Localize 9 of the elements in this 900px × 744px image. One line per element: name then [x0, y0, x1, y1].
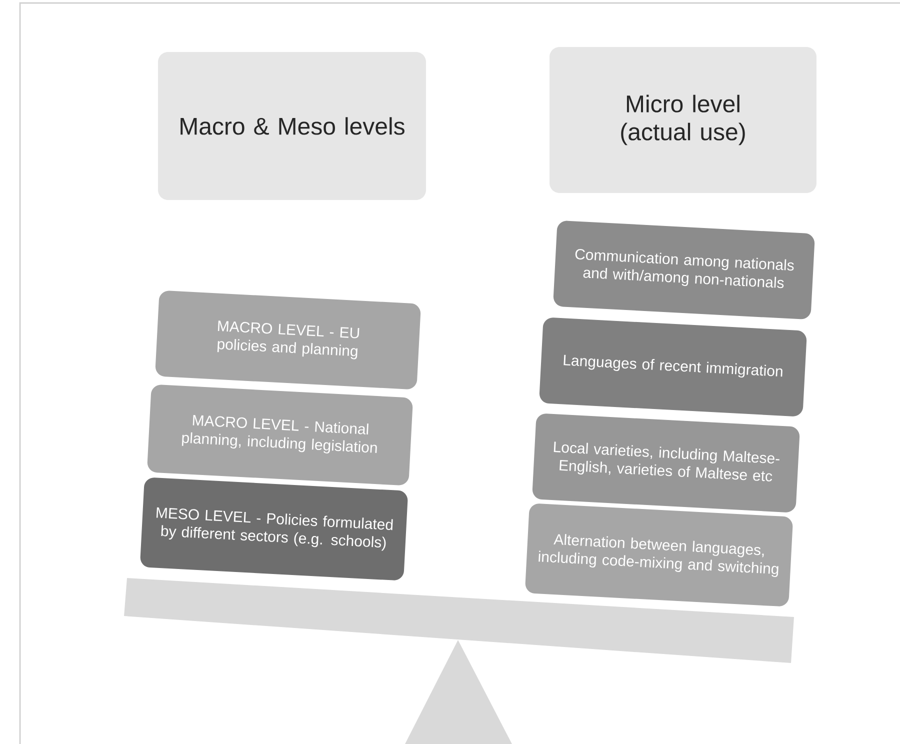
- level-box: MACRO LEVEL - EU policies and planning: [155, 290, 421, 390]
- level-box: MACRO LEVEL - National planning, including legislation: [147, 384, 413, 486]
- level-box: MESO LEVEL - Policies formulated by different sectors (e.g. schools): [140, 478, 408, 580]
- use-box: Communication among nationals and with/among non-nationals: [553, 220, 815, 320]
- heading-box: Micro level (actual use): [550, 47, 816, 193]
- use-box: Languages of recent immigration: [539, 318, 807, 416]
- heading-box: Macro & Meso levels: [158, 52, 426, 200]
- use-box: Alternation between languages, including code-mixing and switching: [525, 504, 793, 606]
- use-box: Local varieties, including Maltese-English, varieties of Maltese etc: [532, 414, 800, 512]
